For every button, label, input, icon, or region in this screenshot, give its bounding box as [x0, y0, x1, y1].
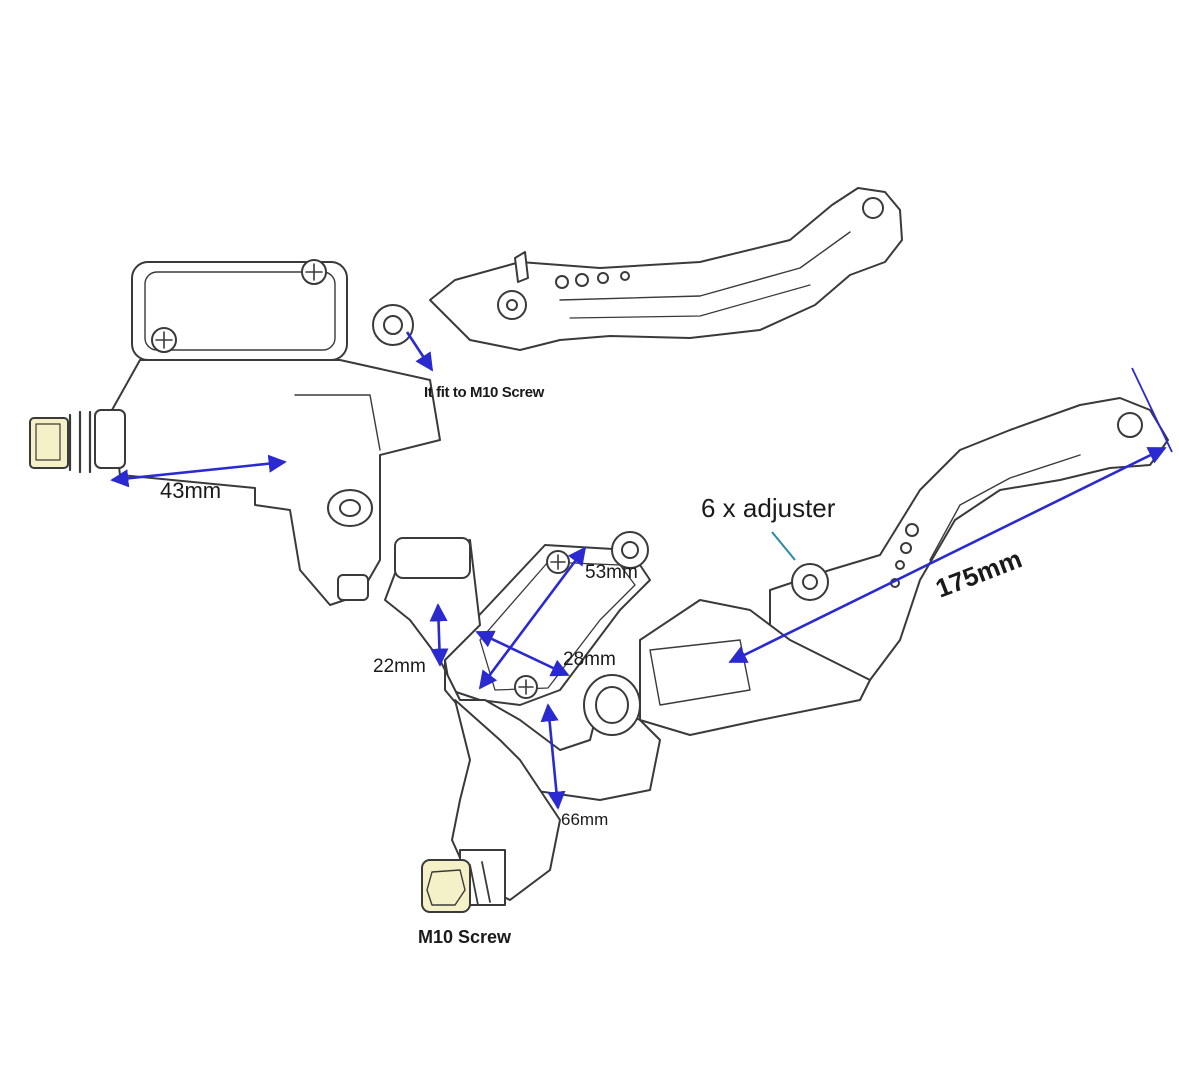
lower-lever — [769, 397, 1169, 701]
dim-line-43mm — [110, 454, 287, 488]
lower-banjo-bolt — [421, 859, 471, 913]
upper-lever — [429, 187, 903, 351]
dim-line-66mm — [540, 703, 566, 810]
lower-master-cylinder — [384, 397, 1169, 913]
upper-lever-tip-hole — [862, 197, 884, 219]
label-66mm: 66mm — [561, 810, 608, 829]
label-175mm: 175mm — [931, 543, 1025, 603]
label-28mm: 28mm — [563, 649, 616, 670]
dim-line-m10-fit — [405, 331, 434, 372]
dim-line-22mm — [429, 603, 449, 667]
lower-cylinder-body — [384, 539, 661, 801]
lower-lever-tip-hole — [1117, 412, 1143, 438]
labels: It fit to M10 Screw 43mm 6 x adjuster 17… — [160, 384, 1026, 947]
label-43mm: 43mm — [160, 478, 221, 503]
dim-line-28mm — [475, 630, 570, 677]
dim-tick-175mm — [1131, 367, 1173, 453]
label-m10-screw: M10 Screw — [418, 927, 512, 947]
dim-line-adjuster — [771, 531, 796, 561]
label-m10-fit: It fit to M10 Screw — [424, 384, 545, 401]
label-22mm: 22mm — [373, 656, 426, 677]
label-6-x-adjuster: 6 x adjuster — [701, 493, 836, 523]
dim-line-175mm — [728, 446, 1167, 664]
dimension-lines — [110, 331, 1173, 810]
label-53mm: 53mm — [585, 562, 638, 583]
upper-end-cap — [29, 417, 69, 469]
